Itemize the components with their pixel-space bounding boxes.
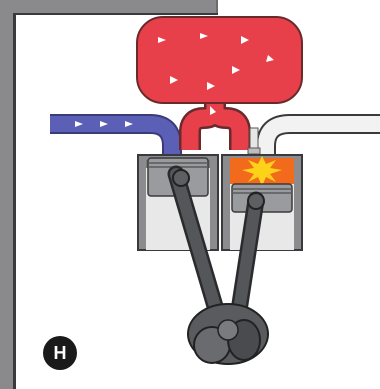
arrowhead-icon [266,55,274,62]
arrowhead-icon [125,121,133,127]
combustion-flash [230,156,294,186]
frame-top-corner [216,0,218,13]
frame-left-bar [0,0,13,389]
intake-pipe [50,114,182,158]
frame-left-shadow [13,13,16,389]
frame-top-bar [0,0,218,13]
crankshaft [187,303,269,365]
frame-top-shadow [13,13,218,15]
arrowhead-icon [75,121,83,127]
arrowhead-icon [210,106,216,115]
arrowhead-icon [100,121,108,127]
exhaust-pipe [256,114,380,158]
arrowhead-icon [241,36,249,44]
arrowhead-icon [158,37,166,43]
arrowhead-icon [200,33,208,39]
arrowhead-icon [232,66,240,74]
exhaust-manifold [136,16,303,150]
step-badge: H [43,336,77,370]
arrowhead-icon [207,82,215,90]
arrowhead-icon [170,76,178,84]
connecting-rod-left [167,165,231,339]
spark-plug [247,127,261,155]
